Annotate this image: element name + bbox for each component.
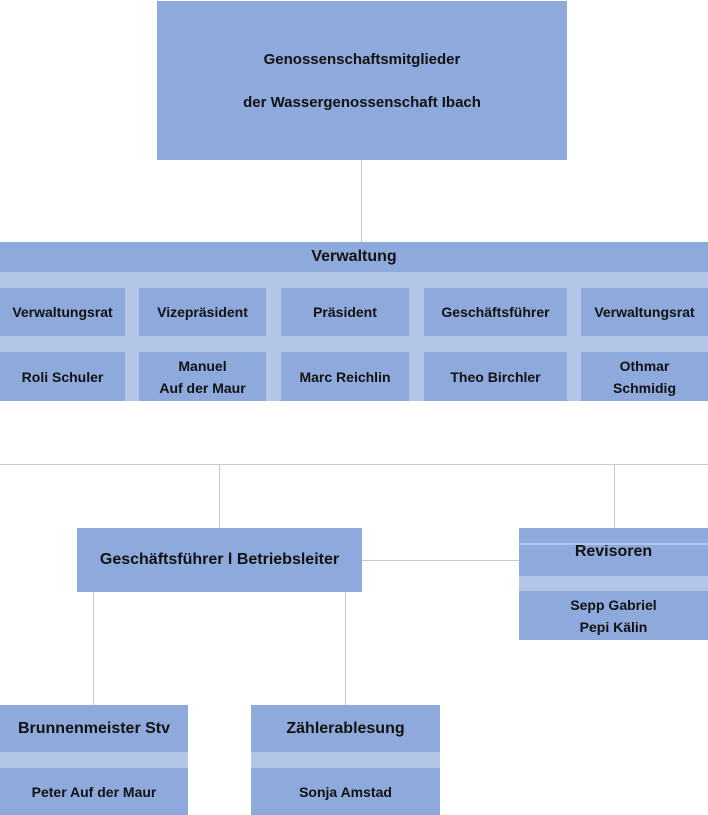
revisoren-block: Revisoren Sepp Gabriel Pepi Kälin [519, 528, 708, 640]
connector-top-verwaltung [361, 160, 362, 242]
revisoren-divider [519, 543, 708, 545]
role-praesident: Präsident [281, 288, 409, 336]
role-verwaltungsrat-1: Verwaltungsrat [0, 288, 125, 336]
name-roli-schuler: Roli Schuler [0, 352, 125, 401]
zaehler-name: Sonja Amstad [251, 768, 440, 815]
members-box: Genossenschaftsmitglieder der Wassergeno… [157, 1, 567, 160]
brunnen-name: Peter Auf der Maur [0, 768, 188, 815]
zaehler-header: Zählerablesung [251, 705, 440, 752]
zaehler-block: Zählerablesung Sonja Amstad [251, 705, 440, 815]
members-title-line1: Genossenschaftsmitglieder [263, 50, 461, 68]
verwaltung-header: Verwaltung [0, 242, 708, 272]
members-title-line2: der Wassergenossenschaft Ibach [243, 93, 481, 111]
connector-to-zaehler [345, 592, 346, 705]
connector-gf-revisoren [361, 560, 519, 561]
connector-to-gf [219, 464, 220, 528]
name-theo-birchler: Theo Birchler [424, 352, 567, 401]
connector-to-brunnen [93, 592, 94, 705]
name-marc-reichlin: Marc Reichlin [281, 352, 409, 401]
gf-betriebsleiter-box: Geschäftsführer l Betriebsleiter [77, 528, 362, 592]
brunnen-block: Brunnenmeister Stv Peter Auf der Maur [0, 705, 188, 815]
name-manuel-auf-der-maur: Manuel Auf der Maur [139, 352, 266, 401]
revisoren-names: Sepp Gabriel Pepi Kälin [519, 591, 708, 640]
role-verwaltungsrat-2: Verwaltungsrat [581, 288, 708, 336]
brunnen-header: Brunnenmeister Stv [0, 705, 188, 752]
role-vizepraesident: Vizepräsident [139, 288, 266, 336]
connector-horizontal-mid [0, 464, 708, 465]
name-othmar-schmidig: Othmar Schmidig [581, 352, 708, 401]
revisoren-header: Revisoren [519, 528, 708, 576]
role-geschaeftsfuehrer: Geschäftsführer [424, 288, 567, 336]
connector-to-revisoren [614, 464, 615, 528]
verwaltung-block: Verwaltung Verwaltungsrat Vizepräsident … [0, 242, 708, 401]
